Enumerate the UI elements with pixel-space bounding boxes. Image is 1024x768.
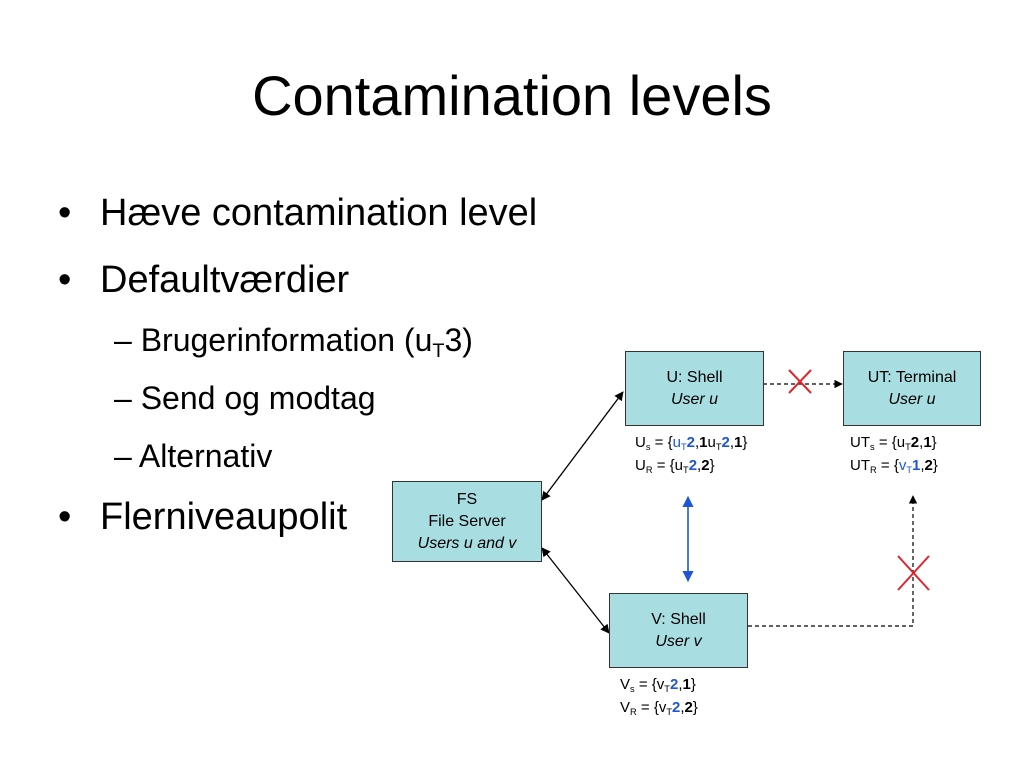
dash-marker: – — [114, 438, 132, 474]
sub-bullet-text: Alternativ — [138, 438, 273, 474]
node-user: User u — [670, 390, 719, 408]
bullet-marker: • — [58, 192, 72, 234]
edge-fs-u — [541, 391, 624, 501]
dash-marker: – — [114, 380, 132, 416]
label-v-s: Vs = {vT2,1} — [620, 676, 696, 694]
sub-bullet-item: – Alternativ — [114, 436, 272, 476]
bullet-text: Flerniveaupolit — [100, 496, 348, 538]
node-users: Users u and v — [417, 534, 517, 552]
blocked-x-right — [897, 555, 930, 591]
sub-bullet-item: – Send og modtag — [114, 378, 376, 418]
bullet-text: Defaultværdier — [100, 259, 350, 301]
node-title: U: Shell — [666, 368, 723, 386]
label-u-s: Us = {uT2,1uT2,1} — [635, 434, 748, 452]
node-user: User v — [655, 632, 702, 650]
label-ut-s: UTs = {uT2,1} — [850, 434, 937, 452]
node-fs: FS File Server Users u and v — [392, 481, 542, 562]
node-title: UT: Terminal — [867, 368, 957, 386]
node-ut-terminal: UT: Terminal User u — [843, 351, 981, 426]
sub-bullet-text: Send og modtag — [140, 380, 376, 416]
node-user: User u — [888, 390, 936, 408]
sub-bullet-item: – Brugerinformation (uT3) — [114, 320, 473, 362]
node-title: V: Shell — [651, 610, 706, 628]
node-v-shell: V: Shell User v — [609, 593, 748, 668]
sub-bullet-text: Brugerinformation (uT3) — [140, 322, 473, 362]
blocked-x-top — [788, 369, 812, 394]
edge-v-ut — [748, 495, 918, 627]
node-title: FS — [456, 490, 478, 508]
bullet-marker: • — [58, 259, 72, 301]
label-u-r: UR = {uT2,2} — [635, 457, 715, 475]
bullet-marker: • — [58, 496, 72, 538]
dash-marker: – — [114, 322, 132, 358]
node-u-shell: U: Shell User u — [625, 351, 764, 426]
slide-title: Contamination levels — [252, 64, 772, 127]
label-ut-r: UTR = {vT1,2} — [850, 457, 938, 475]
edge-fs-v — [541, 547, 610, 634]
label-v-r: VR = {vT2,2} — [620, 699, 698, 717]
node-subtitle: File Server — [428, 512, 506, 530]
bullet-text: Hæve contamination level — [100, 192, 538, 234]
